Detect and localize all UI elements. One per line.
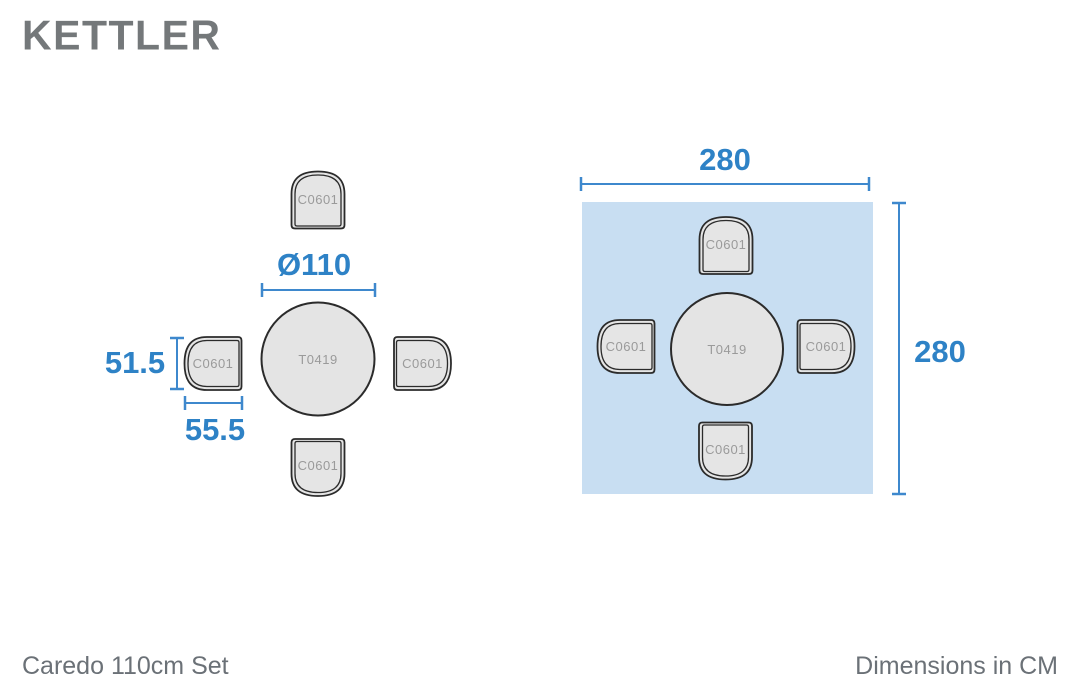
chair-depth-label: 55.5 — [185, 412, 245, 447]
chair-width-dimension-line — [170, 336, 184, 391]
chair-code-label: C0601 — [606, 339, 647, 354]
area-width-dimension-line — [579, 177, 871, 191]
chair-code-label: C0601 — [705, 442, 746, 457]
units-note: Dimensions in CM — [855, 652, 1058, 680]
table-diameter-dimension-line — [260, 283, 377, 297]
table-code-label: T0419 — [707, 342, 746, 357]
chair-code-label: C0601 — [298, 458, 339, 473]
area-height-label: 280 — [914, 334, 966, 369]
table-diameter-label: Ø110 — [277, 247, 351, 282]
table-top-view — [670, 292, 784, 406]
table-top-view — [260, 301, 376, 417]
area-width-label: 280 — [699, 142, 751, 177]
chair-code-label: C0601 — [193, 356, 234, 371]
area-height-dimension-line — [892, 201, 906, 496]
set-dimensions-diagram: Ø110 51.5 55.5 T0419 C0601 C0601 C060 — [105, 170, 452, 497]
clearance-area-diagram: 280 280 T0419 C0601 C0601 C0601 C0601 — [579, 142, 966, 496]
chair-code-label: C0601 — [706, 237, 747, 252]
chair-code-label: C0601 — [298, 192, 339, 207]
kettler-logo: KETTLER — [22, 11, 222, 59]
chair-depth-dimension-line — [183, 396, 244, 410]
product-name: Caredo 110cm Set — [22, 652, 229, 680]
chair-code-label: C0601 — [402, 356, 443, 371]
chair-width-label: 51.5 — [105, 345, 165, 380]
table-code-label: T0419 — [298, 352, 337, 367]
chair-code-label: C0601 — [806, 339, 847, 354]
